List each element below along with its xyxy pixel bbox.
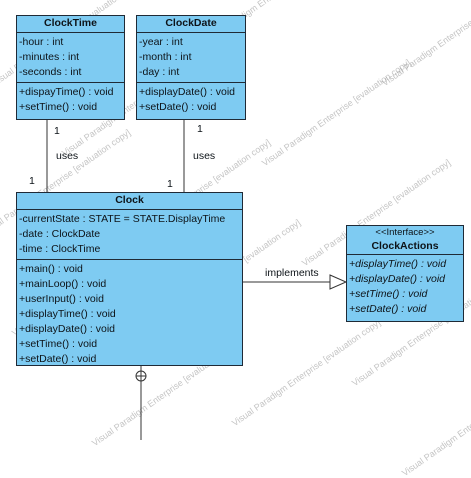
- uses-time-mult-bottom: 1: [29, 175, 35, 187]
- interface-clockactions-operations: +displayTime() : void +displayDate() : v…: [347, 255, 463, 319]
- operation: +setTime() : void: [349, 288, 428, 300]
- attribute: -seconds : int: [19, 66, 82, 78]
- attribute: -time : ClockTime: [19, 243, 101, 255]
- operation: +mainLoop() : void: [19, 278, 107, 290]
- interface-stereotype: <<Interface>>: [375, 227, 435, 238]
- attribute: -date : ClockDate: [19, 228, 101, 240]
- class-clock-name: Clock: [17, 193, 242, 210]
- attribute: -currentState : STATE = STATE.DisplayTim…: [19, 213, 226, 225]
- class-clocktime[interactable]: ClockTime -hour : int -minutes : int -se…: [16, 15, 125, 120]
- class-clock-attributes: -currentState : STATE = STATE.DisplayTim…: [17, 210, 242, 259]
- class-clockdate[interactable]: ClockDate -year : int -month : int -day …: [136, 15, 246, 120]
- uses-time-mult-top: 1: [54, 125, 60, 137]
- attribute: -month : int: [139, 51, 192, 63]
- interface-clockactions-name: ClockActions: [371, 240, 439, 252]
- interface-clockactions-header: <<Interface>> ClockActions: [347, 226, 463, 255]
- operation: +dispayTime() : void: [19, 86, 114, 98]
- class-clockdate-operations: +displayDate() : void +setDate() : void: [137, 82, 245, 117]
- realization-arrowhead: [329, 274, 348, 290]
- interface-clockactions[interactable]: <<Interface>> ClockActions +displayTime(…: [346, 225, 464, 322]
- operation: +displayTime() : void: [19, 308, 116, 320]
- attribute: -hour : int: [19, 36, 64, 48]
- class-clock-operations: +main() : void +mainLoop() : void +userI…: [17, 259, 242, 369]
- class-clockdate-name: ClockDate: [137, 16, 245, 33]
- implements-label: implements: [265, 267, 319, 279]
- operation: +setTime() : void: [19, 338, 98, 350]
- attribute: -day : int: [139, 66, 180, 78]
- operation: +setDate() : void: [139, 101, 217, 113]
- class-clocktime-operations: +dispayTime() : void +setTime() : void: [17, 82, 124, 117]
- operation: +setDate() : void: [349, 303, 427, 315]
- operation: +displayDate() : void: [19, 323, 116, 335]
- operation: +userInput() : void: [19, 293, 104, 305]
- operation: +main() : void: [19, 263, 83, 275]
- uses-date-label: uses: [193, 150, 216, 162]
- uses-date-mult-top: 1: [197, 123, 203, 135]
- attribute: -minutes : int: [19, 51, 80, 63]
- connector-layer: [46, 120, 348, 440]
- operation: +setDate() : void: [19, 353, 97, 365]
- class-clocktime-name: ClockTime: [17, 16, 124, 33]
- class-clock[interactable]: Clock -currentState : STATE = STATE.Disp…: [16, 192, 243, 366]
- operation: +displayDate() : void: [349, 273, 446, 285]
- operation: +displayDate() : void: [139, 86, 236, 98]
- class-clocktime-attributes: -hour : int -minutes : int -seconds : in…: [17, 33, 124, 82]
- attribute: -year : int: [139, 36, 183, 48]
- uses-date-mult-bottom: 1: [167, 178, 173, 190]
- class-clockdate-attributes: -year : int -month : int -day : int: [137, 33, 245, 82]
- uses-time-label: uses: [56, 150, 79, 162]
- operation: +setTime() : void: [19, 101, 98, 113]
- operation: +displayTime() : void: [349, 258, 447, 270]
